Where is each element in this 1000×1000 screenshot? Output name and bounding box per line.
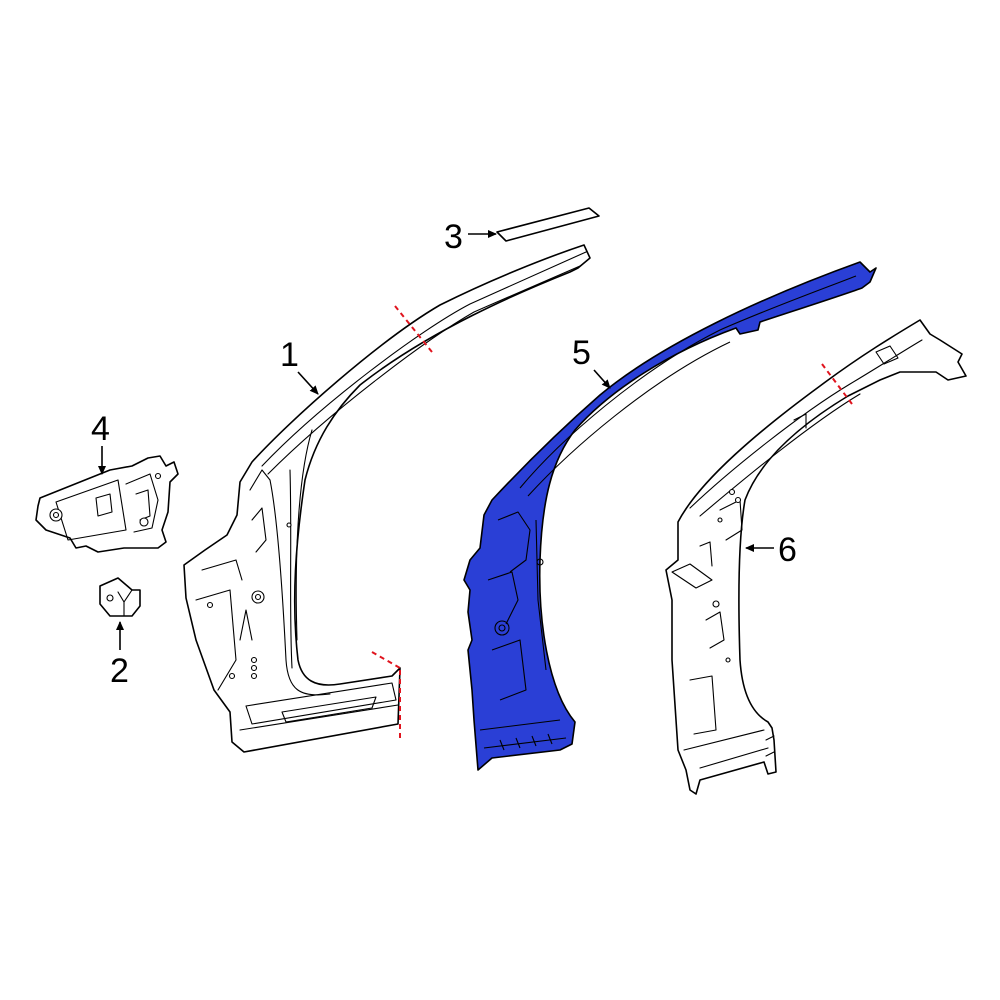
leader-lines	[98, 230, 774, 650]
cut-line-part1-sill-top	[371, 651, 401, 669]
callout-labels: 1 2 3 4 5 6	[91, 218, 797, 690]
cut-lines	[371, 305, 853, 740]
callout-4: 4	[91, 410, 110, 448]
cut-line-part1-roof	[394, 305, 433, 353]
part-1-outer-pillar[interactable]	[183, 244, 591, 753]
part-3-strip[interactable]	[496, 207, 600, 242]
part-6-inner-panel[interactable]	[665, 319, 967, 795]
leader-part-5	[593, 369, 611, 389]
callout-3: 3	[444, 218, 463, 256]
callout-5: 5	[572, 334, 591, 372]
part-2-clip[interactable]	[99, 577, 141, 617]
leader-part-1	[297, 371, 319, 395]
callout-6: 6	[778, 531, 797, 569]
callout-2: 2	[110, 652, 129, 690]
part-4-bracket[interactable]	[35, 455, 179, 553]
callout-1: 1	[280, 336, 299, 374]
part-5-inner-pillar[interactable]	[463, 261, 877, 771]
